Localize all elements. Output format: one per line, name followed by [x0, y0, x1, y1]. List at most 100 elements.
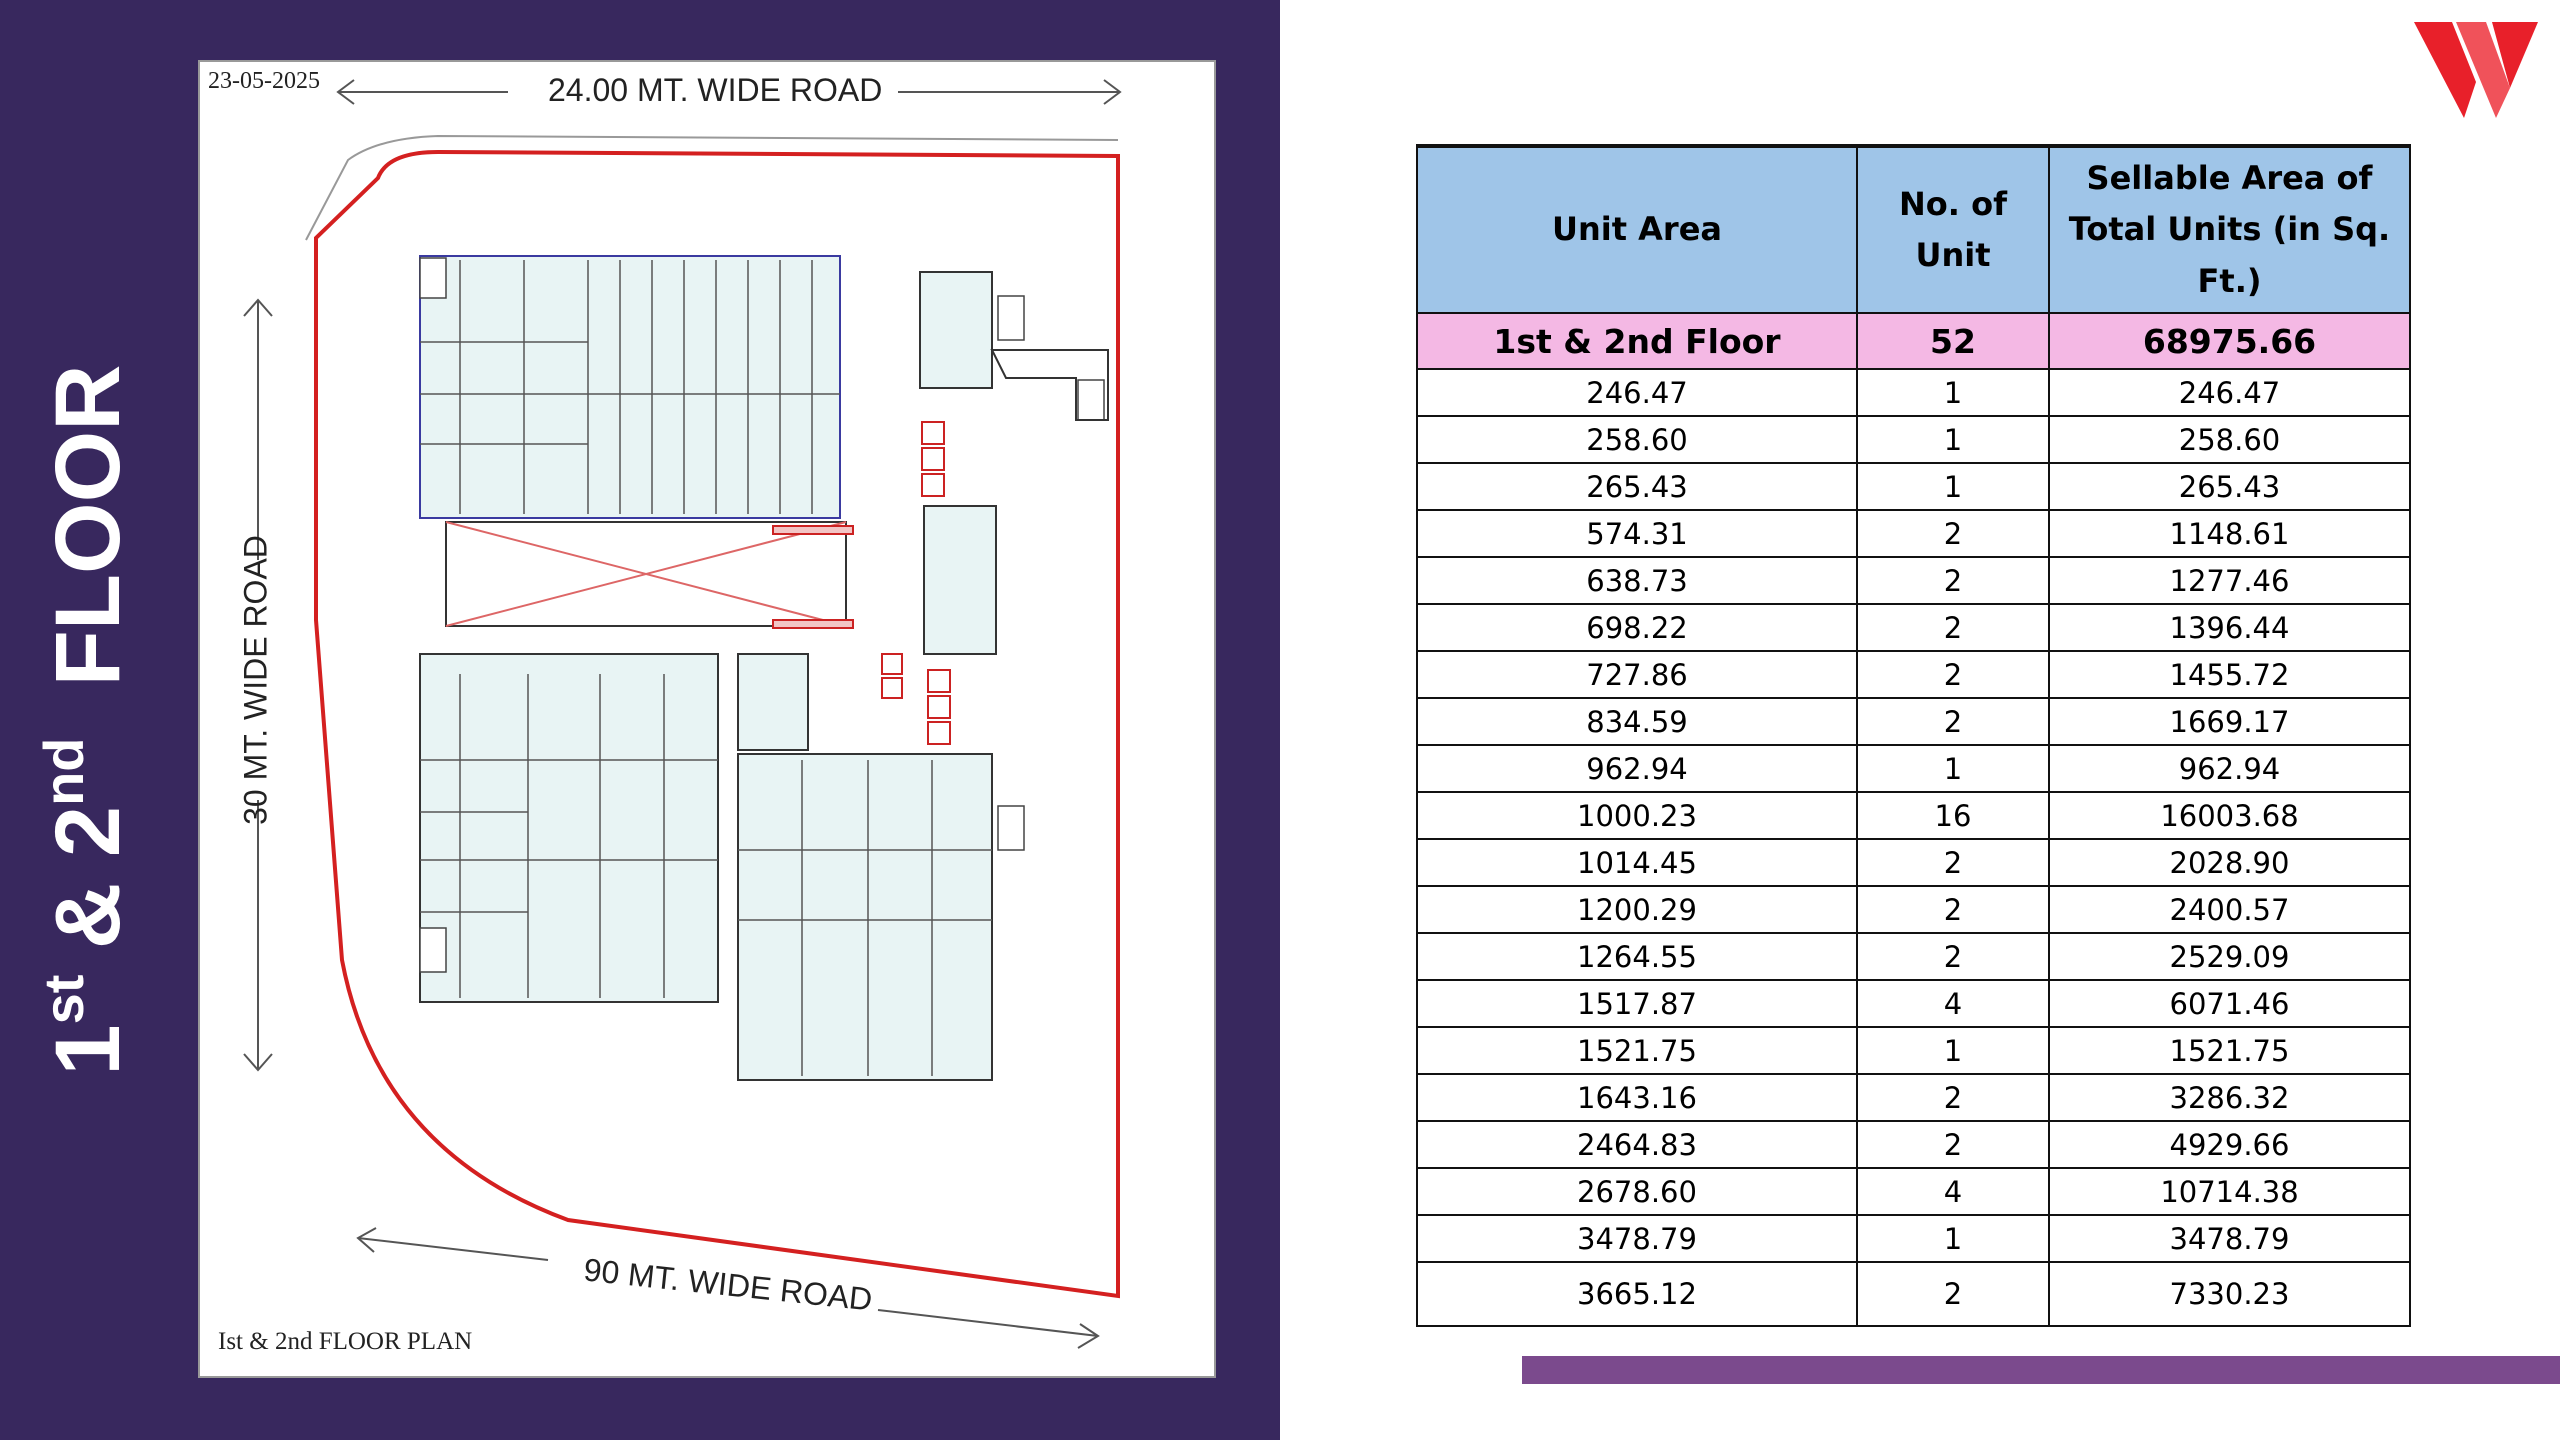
unit-area-cell: 2464.83 [1416, 1120, 1858, 1169]
unit-area-cell: 698.22 [1416, 603, 1858, 652]
unit-area-cell: 1643.16 [1416, 1073, 1858, 1122]
unit-count-cell: 4 [1856, 979, 2050, 1028]
unit-count-cell: 2 [1856, 838, 2050, 887]
header-sellable-area: Sellable Area of Total Units (in Sq. Ft.… [2048, 144, 2411, 314]
road-label-top: 24.00 MT. WIDE ROAD [548, 72, 883, 108]
header-no-of-unit: No. of Unit [1856, 144, 2050, 314]
accent-bar [1522, 1356, 2560, 1384]
unit-area-cell: 834.59 [1416, 697, 1858, 746]
sellable-area-cell: 4929.66 [2048, 1120, 2411, 1169]
unit-area-cell: 727.86 [1416, 650, 1858, 699]
w-logo-icon [2414, 22, 2538, 118]
floor-plan-svg [198, 60, 1216, 1378]
unit-area-cell: 2678.60 [1416, 1167, 1858, 1216]
unit-area-cell: 1000.23 [1416, 791, 1858, 840]
unit-count-cell: 2 [1856, 603, 2050, 652]
unit-area-cell: 1264.55 [1416, 932, 1858, 981]
unit-count-cell: 1 [1856, 1214, 2050, 1263]
unit-area-cell: 246.47 [1416, 368, 1858, 417]
sellable-area-cell: 246.47 [2048, 368, 2411, 417]
unit-count-cell: 1 [1856, 744, 2050, 793]
sellable-area-cell: 258.60 [2048, 415, 2411, 464]
sellable-area-cell: 2400.57 [2048, 885, 2411, 934]
unit-count-cell: 2 [1856, 556, 2050, 605]
unit-area-cell: 1200.29 [1416, 885, 1858, 934]
road-label-left: 30 MT. WIDE ROAD [237, 535, 274, 825]
sellable-area-cell: 1277.46 [2048, 556, 2411, 605]
total-sellable: 68975.66 [2048, 312, 2411, 370]
unit-count-cell: 2 [1856, 932, 2050, 981]
unit-count-cell: 1 [1856, 1026, 2050, 1075]
plan-date: 23-05-2025 [208, 68, 320, 94]
unit-area-cell: 1517.87 [1416, 979, 1858, 1028]
unit-area-table: Unit Area No. of Unit Sellable Area of T… [1416, 144, 2411, 1327]
sellable-area-cell: 1148.61 [2048, 509, 2411, 558]
sellable-area-cell: 265.43 [2048, 462, 2411, 511]
sellable-area-cell: 7330.23 [2048, 1261, 2411, 1327]
unit-area-cell: 3478.79 [1416, 1214, 1858, 1263]
table-header-row: Unit Area No. of Unit Sellable Area of T… [1416, 144, 2411, 314]
sellable-area-cell: 1455.72 [2048, 650, 2411, 699]
sellable-area-cell: 2529.09 [2048, 932, 2411, 981]
left-panel: 1st & 2nd FLOOR [0, 0, 1280, 1440]
unit-count-cell: 1 [1856, 462, 2050, 511]
total-label: 1st & 2nd Floor [1416, 312, 1858, 370]
sellable-area-cell: 2028.90 [2048, 838, 2411, 887]
sellable-area-cell: 6071.46 [2048, 979, 2411, 1028]
sellable-area-cell: 962.94 [2048, 744, 2411, 793]
unit-count-cell: 1 [1856, 368, 2050, 417]
unit-area-cell: 1014.45 [1416, 838, 1858, 887]
unit-area-cell: 1521.75 [1416, 1026, 1858, 1075]
sellable-area-cell: 3478.79 [2048, 1214, 2411, 1263]
unit-area-table-container: Unit Area No. of Unit Sellable Area of T… [1416, 144, 2411, 1327]
unit-count-cell: 4 [1856, 1167, 2050, 1216]
total-count: 52 [1856, 312, 2050, 370]
sellable-area-cell: 3286.32 [2048, 1073, 2411, 1122]
floor-plan-drawing: 23-05-2025 24.00 MT. WIDE ROAD 30 MT. WI… [198, 60, 1216, 1378]
plan-caption: Ist & 2nd FLOOR PLAN [218, 1328, 473, 1355]
unit-count-cell: 2 [1856, 509, 2050, 558]
sellable-area-cell: 16003.68 [2048, 791, 2411, 840]
unit-area-cell: 962.94 [1416, 744, 1858, 793]
unit-count-cell: 16 [1856, 791, 2050, 840]
unit-count-cell: 2 [1856, 650, 2050, 699]
unit-count-cell: 1 [1856, 415, 2050, 464]
sellable-area-cell: 1396.44 [2048, 603, 2411, 652]
unit-count-cell: 2 [1856, 1261, 2050, 1327]
sellable-area-cell: 1669.17 [2048, 697, 2411, 746]
sellable-area-cell: 10714.38 [2048, 1167, 2411, 1216]
floor-title: 1st & 2nd FLOOR [32, 364, 139, 1076]
unit-area-cell: 3665.12 [1416, 1261, 1858, 1327]
unit-count-cell: 2 [1856, 697, 2050, 746]
unit-area-cell: 258.60 [1416, 415, 1858, 464]
total-row: 1st & 2nd Floor 52 68975.66 [1416, 312, 2411, 370]
unit-count-cell: 2 [1856, 885, 2050, 934]
unit-area-cell: 265.43 [1416, 462, 1858, 511]
unit-count-cell: 2 [1856, 1073, 2050, 1122]
header-unit-area: Unit Area [1416, 144, 1858, 314]
unit-area-cell: 574.31 [1416, 509, 1858, 558]
unit-count-cell: 2 [1856, 1120, 2050, 1169]
sellable-area-cell: 1521.75 [2048, 1026, 2411, 1075]
unit-area-cell: 638.73 [1416, 556, 1858, 605]
